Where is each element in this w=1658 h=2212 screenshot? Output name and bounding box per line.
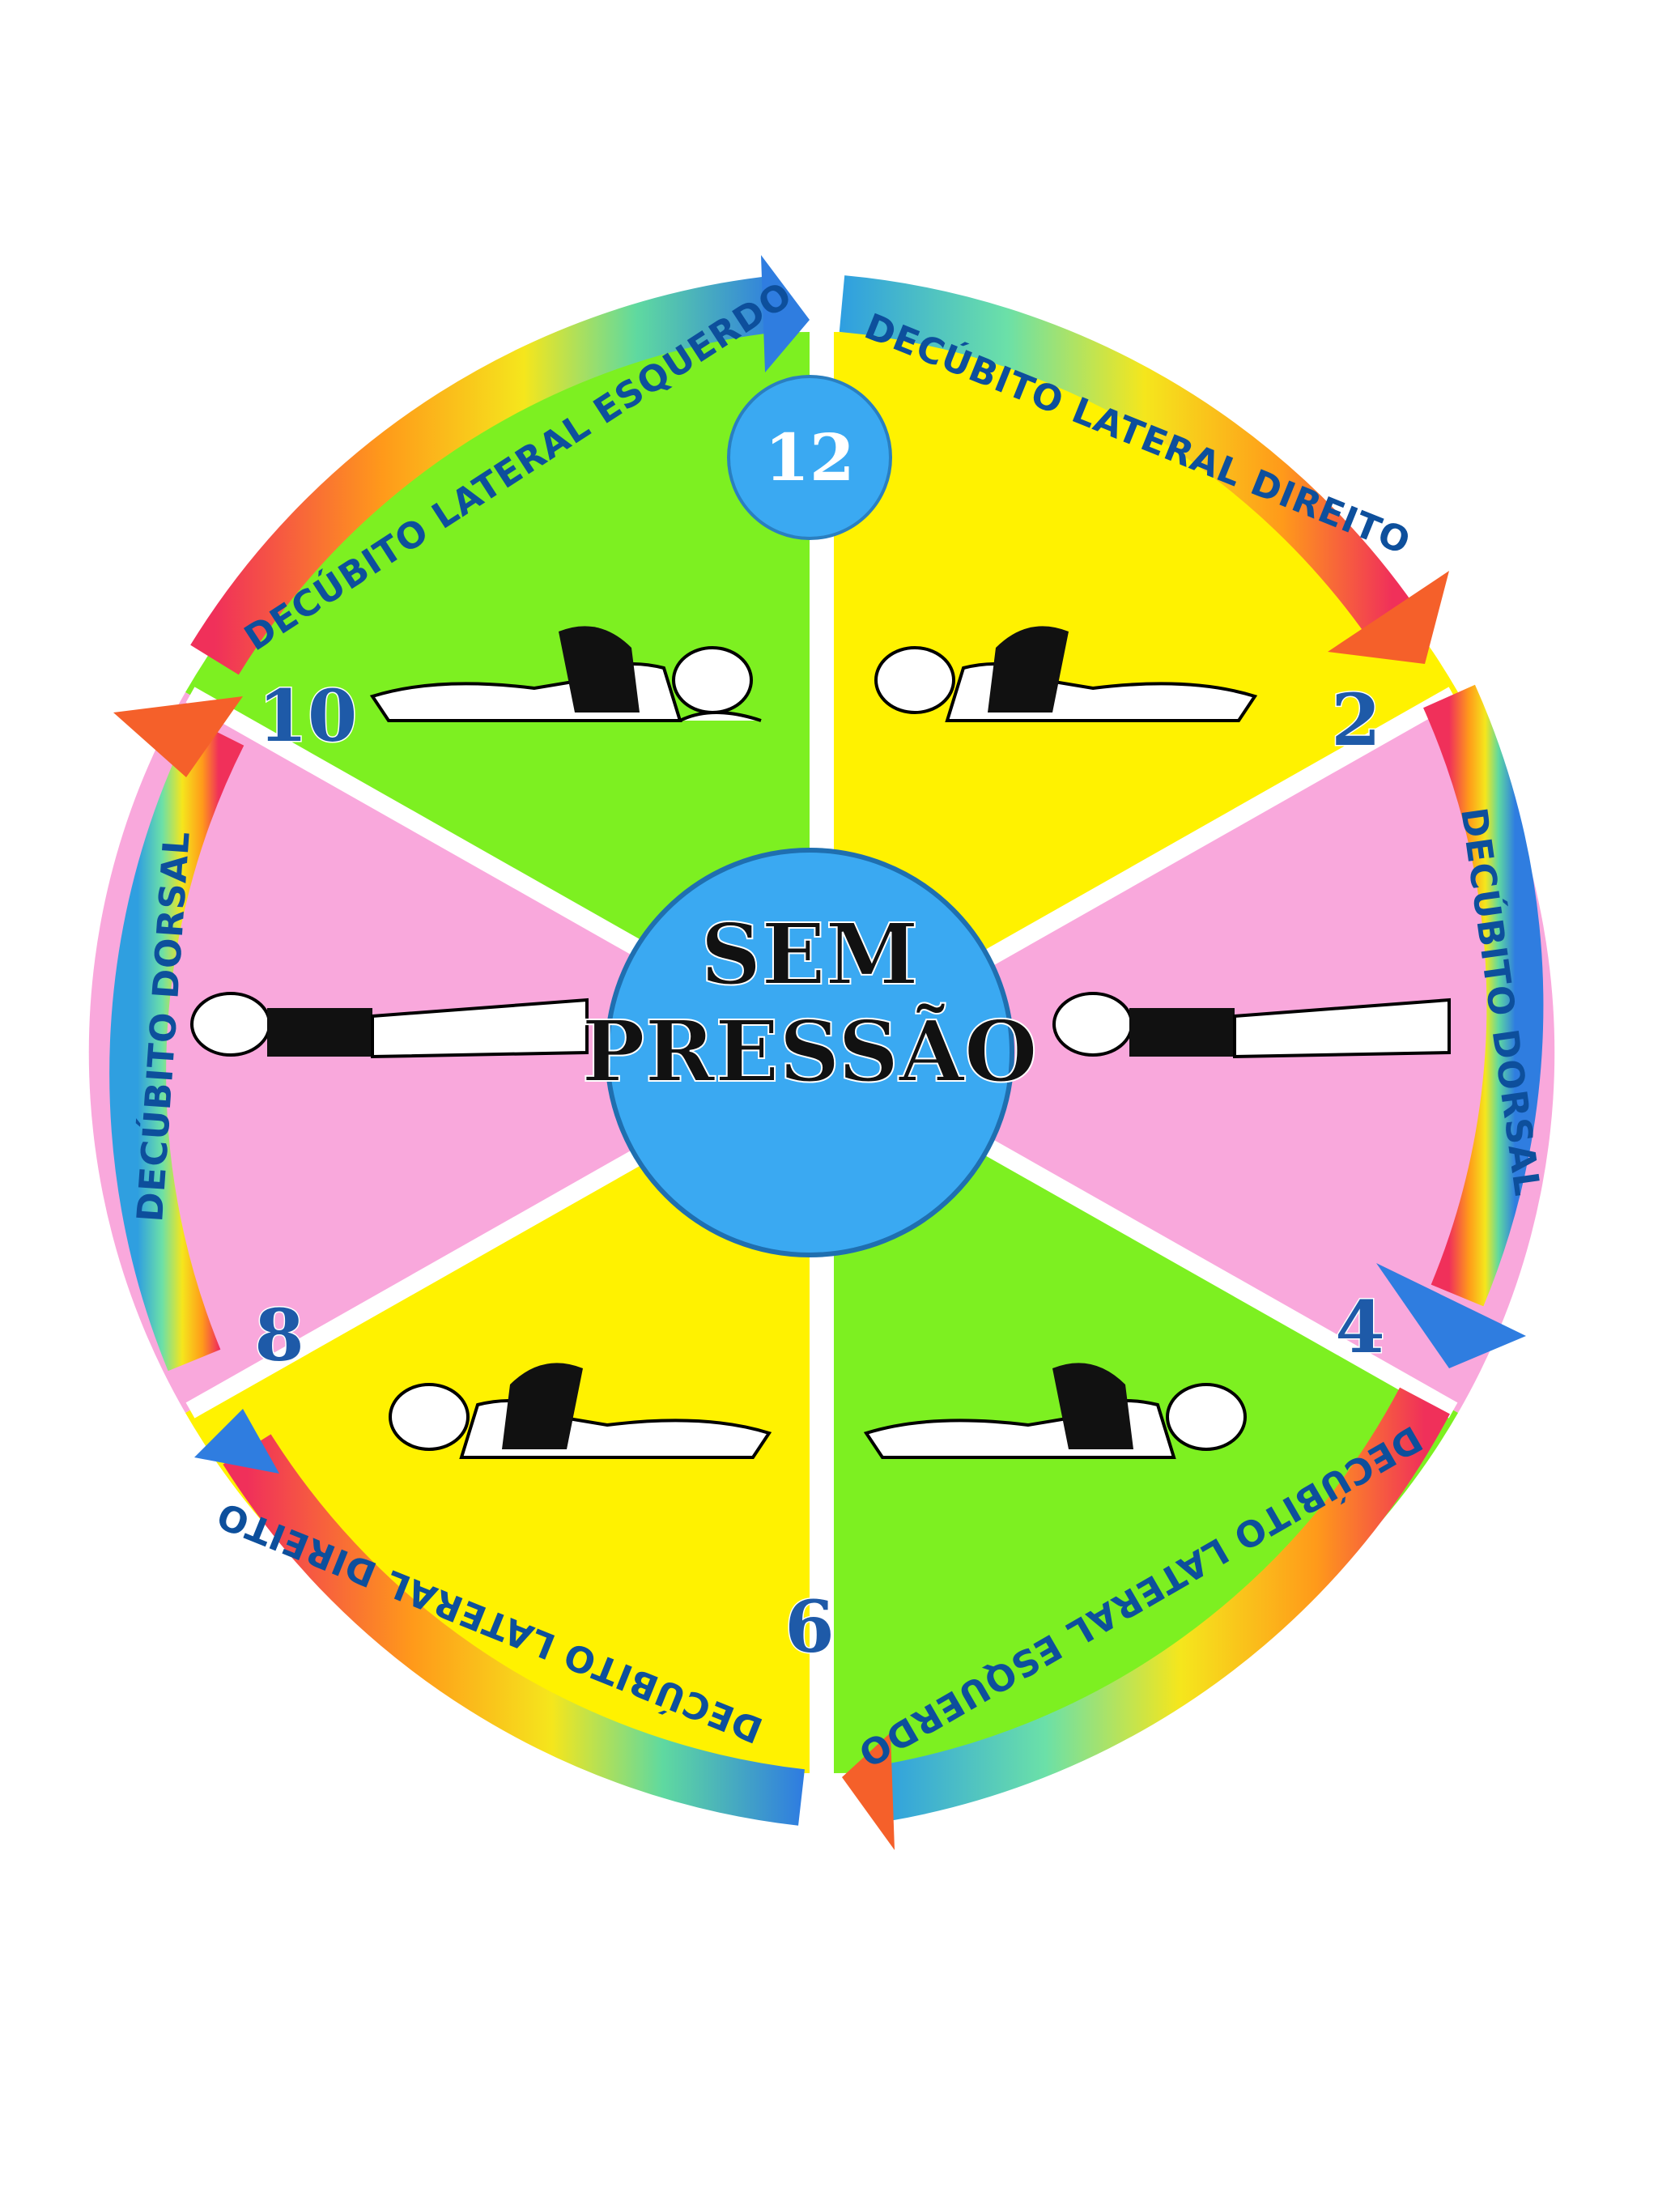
figure-dorsal-left — [190, 992, 589, 1059]
hour-12: 12 — [764, 419, 854, 496]
figure-lateral-left-top — [369, 626, 762, 722]
arrow-bottom-right — [842, 1387, 1450, 1850]
center-line-2: PRESSÃO — [581, 1002, 1037, 1101]
figure-dorsal-right — [1052, 992, 1451, 1059]
figure-lateral-right-bottom — [389, 1363, 772, 1459]
hour-12-badge — [727, 375, 892, 540]
figure-lateral-right-top — [874, 626, 1258, 722]
figure-lateral-left-bottom — [863, 1363, 1247, 1459]
arrow-bottom-left — [194, 1409, 805, 1826]
arrow-top-right — [839, 275, 1449, 664]
hour-2: 2 — [1331, 678, 1380, 762]
center-line-1: SEM — [700, 904, 919, 1004]
arrow-right — [1376, 684, 1544, 1368]
hour-10: 10 — [258, 674, 357, 758]
center-circle — [605, 848, 1014, 1257]
arrow-left — [109, 696, 244, 1372]
hour-6: 6 — [784, 1585, 834, 1669]
arrow-top-left — [190, 255, 810, 675]
hour-8: 8 — [254, 1293, 304, 1377]
hour-4: 4 — [1335, 1285, 1384, 1369]
